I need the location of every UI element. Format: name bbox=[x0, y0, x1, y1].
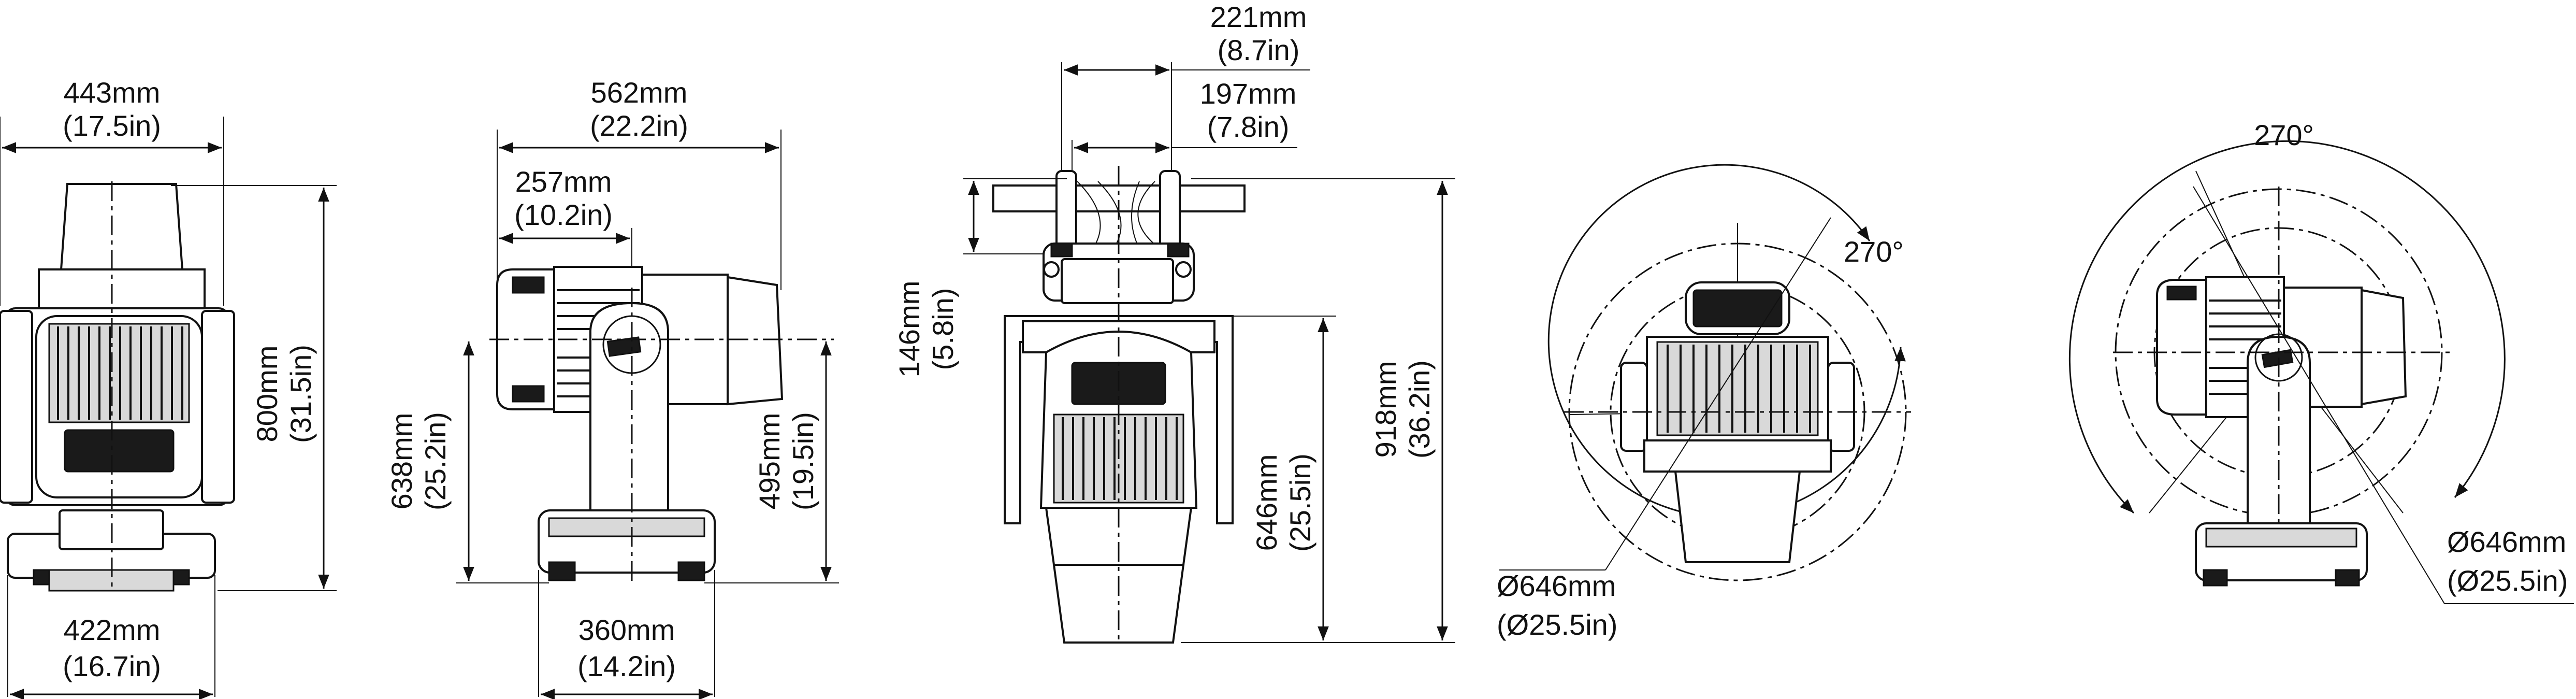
dim-36-2in: (36.2in) bbox=[1403, 360, 1436, 459]
pan-top-view: 270° Ø646mm (Ø25.5in) bbox=[1497, 164, 1911, 641]
pan-diameter-label: Ø646mm bbox=[1497, 569, 1616, 602]
dim-14-2in: (14.2in) bbox=[577, 650, 676, 682]
dim-22-2in: (22.2in) bbox=[590, 109, 688, 142]
dim-10-2in: (10.2in) bbox=[514, 198, 613, 231]
dim-638mm: 638mm bbox=[385, 413, 418, 510]
dim-360mm: 360mm bbox=[578, 614, 675, 646]
dim-7-8in: (7.8in) bbox=[1207, 110, 1290, 143]
front-fins bbox=[57, 326, 183, 420]
tilt-270-label: 270° bbox=[2254, 119, 2314, 151]
dim-257mm: 257mm bbox=[515, 165, 612, 198]
dim-19-5in: (19.5in) bbox=[787, 412, 819, 510]
side-view: 562mm (22.2in) 257mm (10.2in) bbox=[385, 76, 839, 699]
pan-fins bbox=[1667, 345, 1811, 433]
dim-918mm: 918mm bbox=[1369, 361, 1402, 458]
dim-16-7in: (16.7in) bbox=[63, 650, 161, 682]
dim-495mm: 495mm bbox=[753, 413, 786, 510]
dim-800mm: 800mm bbox=[251, 346, 283, 443]
dim-146mm: 146mm bbox=[893, 281, 925, 378]
dim-422mm: 422mm bbox=[64, 614, 161, 646]
hanging-fins bbox=[1062, 417, 1178, 500]
dim-197mm: 197mm bbox=[1200, 77, 1297, 110]
dim-221mm: 221mm bbox=[1210, 1, 1307, 33]
dim-5-8in: (5.8in) bbox=[927, 288, 959, 370]
dim-25-2in: (25.2in) bbox=[419, 412, 452, 510]
dim-8-7in: (8.7in) bbox=[1218, 34, 1300, 66]
pan-270-arc bbox=[1547, 164, 1906, 518]
tilt-270-arc bbox=[2068, 140, 2506, 514]
dim-443mm: 443mm bbox=[64, 76, 161, 109]
dim-17-5in: (17.5in) bbox=[63, 109, 161, 142]
pan-diameter-leader bbox=[1605, 217, 1831, 570]
pan-270-label: 270° bbox=[1844, 235, 1904, 268]
dim-31-5in: (31.5in) bbox=[284, 345, 317, 443]
tilt-diameter-leader bbox=[2193, 186, 2445, 604]
dim-646mm: 646mm bbox=[1250, 454, 1283, 551]
dim-562mm: 562mm bbox=[591, 76, 688, 109]
tilt-side-view: 270° Ø646mm (Ø25.5in) bbox=[2068, 119, 2574, 604]
hanging-view: 221mm (8.7in) 197mm (7.8in) bbox=[893, 1, 1455, 644]
tilt-diameter-label: Ø646mm bbox=[2447, 525, 2566, 558]
tilt-diameter-in: (Ø25.5in) bbox=[2447, 564, 2568, 597]
pan-diameter-in: (Ø25.5in) bbox=[1497, 608, 1617, 641]
dim-25-5in: (25.5in) bbox=[1284, 453, 1316, 552]
front-view: 443mm (17.5in) 800mm ( bbox=[0, 76, 337, 699]
